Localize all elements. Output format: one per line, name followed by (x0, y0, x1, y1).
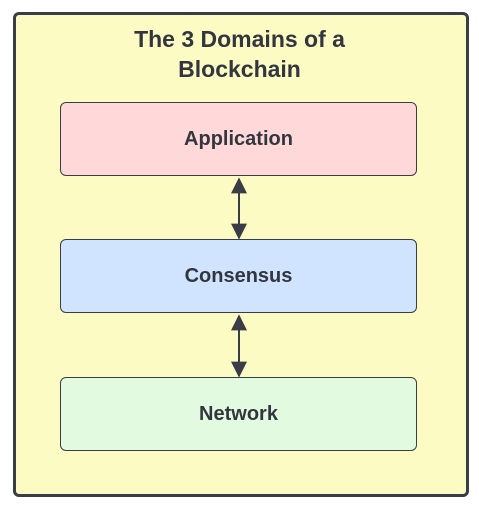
node-network-label: Network (199, 402, 278, 425)
node-application: Application (60, 102, 417, 176)
node-application-label: Application (184, 127, 293, 150)
node-consensus: Consensus (60, 239, 417, 313)
node-network: Network (60, 377, 417, 451)
node-consensus-label: Consensus (184, 264, 293, 287)
title-line-1: The 3 Domains of a (134, 26, 345, 52)
title-line-2: Blockchain (178, 56, 301, 82)
diagram-title: The 3 Domains of a Blockchain (0, 24, 479, 84)
